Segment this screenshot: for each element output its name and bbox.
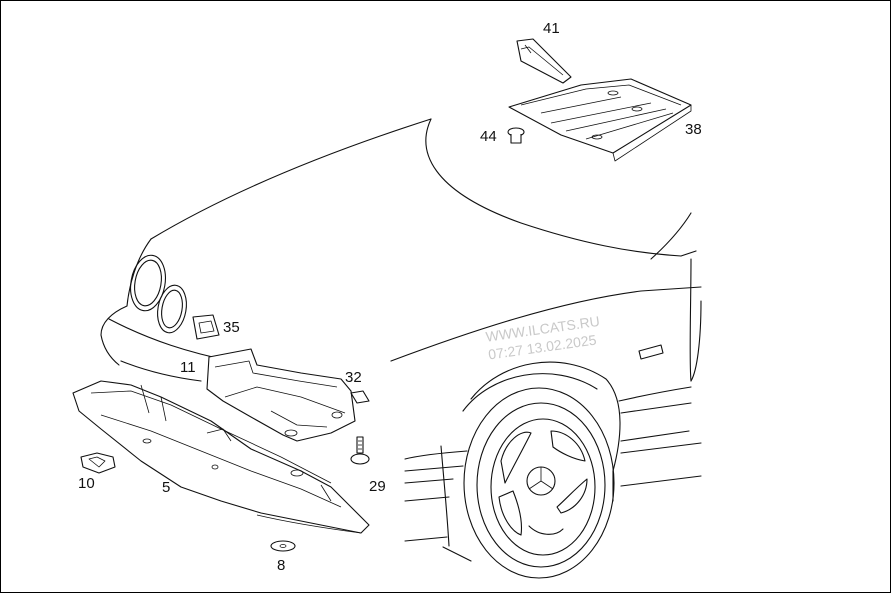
part-5-underride-guard[interactable] [72,380,370,534]
callout-8[interactable]: 8 [277,557,285,574]
part-29-bolt[interactable] [350,436,370,465]
part-44-clip[interactable] [507,127,525,144]
callout-10[interactable]: 10 [78,475,95,492]
callout-32[interactable]: 32 [345,369,362,386]
part-10-fastener[interactable] [80,452,116,474]
callout-29[interactable]: 29 [369,478,386,495]
car-body-outline [100,118,702,562]
part-41-bracket[interactable] [516,38,572,84]
part-38-underbody-panel[interactable] [508,78,692,162]
callout-11[interactable]: 11 [180,359,196,376]
callout-44[interactable]: 44 [480,128,497,145]
part-32-nut[interactable] [350,390,370,404]
callout-35[interactable]: 35 [223,319,240,336]
part-35-retainer-clip[interactable] [192,314,220,340]
callout-5[interactable]: 5 [162,479,170,496]
wheel [463,387,615,579]
part-11-noise-shield[interactable] [206,348,356,442]
watermark: WWW.ILCATS.RU 07:27 13.02.2025 [485,313,601,363]
callout-38[interactable]: 38 [685,121,702,138]
part-8-washer[interactable] [270,540,296,552]
callout-41[interactable]: 41 [543,20,560,37]
